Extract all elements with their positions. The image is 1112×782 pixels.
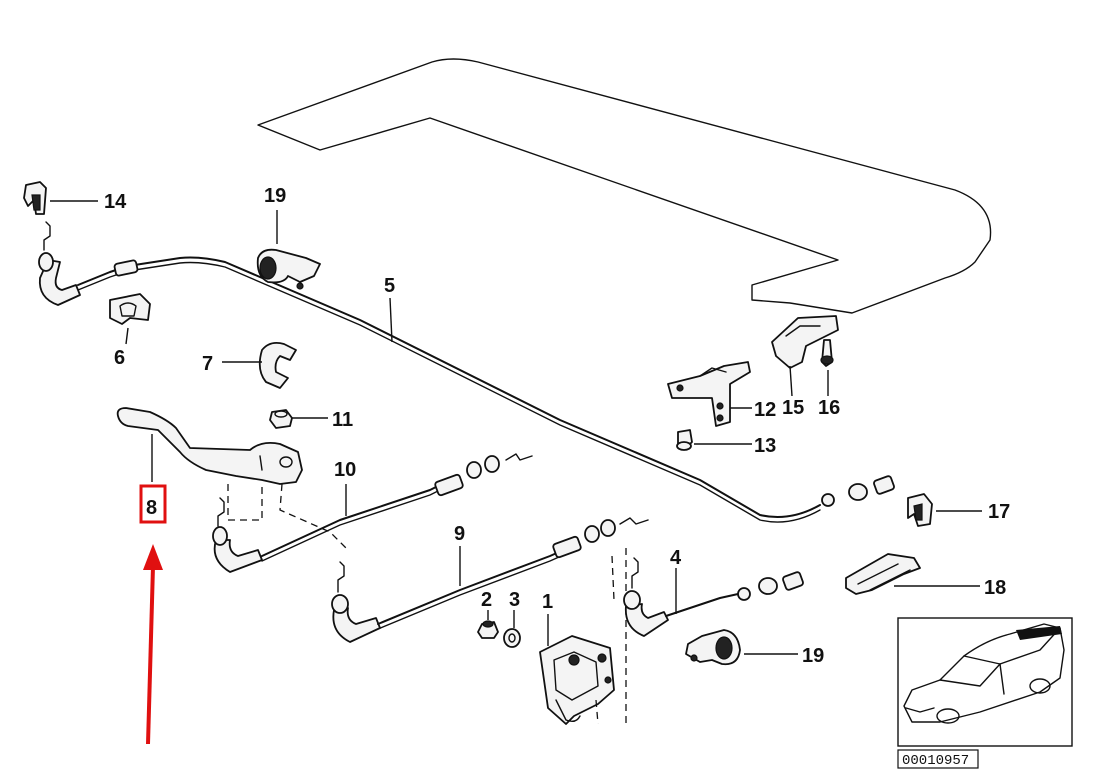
screw-13 [676, 429, 693, 451]
callout-13: 13 [754, 435, 776, 457]
callout-11: 11 [332, 409, 353, 431]
cable-9 [331, 517, 649, 643]
thumbnail-inset: 00010957 [897, 617, 1073, 769]
callout-10: 10 [334, 459, 356, 481]
callout-19-bottom: 19 [802, 645, 824, 667]
cable-10 [212, 453, 533, 573]
clip-6 [109, 293, 151, 325]
callout-6: 6 [114, 347, 125, 369]
screw-16 [820, 339, 834, 367]
clip-19-top [256, 248, 321, 290]
clip-7 [258, 341, 297, 389]
callout-4: 4 [670, 547, 682, 569]
callout-7: 7 [202, 353, 213, 375]
highlight-arrow-head [143, 544, 163, 570]
callout-16: 16 [818, 397, 840, 419]
callouts: 14 19 6 7 11 5 10 8 9 2 3 1 4 12 15 16 1… [104, 185, 1010, 667]
highlight-arrow-shaft [146, 565, 155, 745]
callout-12: 12 [754, 399, 776, 421]
bracket-15 [771, 315, 839, 369]
callout-3: 3 [509, 589, 520, 611]
leader-lines [50, 200, 982, 655]
clip-19-bottom [685, 629, 741, 666]
car-thumbnail [903, 623, 1065, 724]
hinge-12 [667, 361, 751, 427]
callout-2: 2 [481, 589, 492, 611]
highlight-annotation [139, 484, 167, 745]
washer-3 [503, 628, 521, 648]
callout-9: 9 [454, 523, 465, 545]
callout-15: 15 [782, 397, 804, 419]
diagram-code: 00010957 [902, 753, 969, 769]
hood-outline [257, 58, 992, 314]
cable-4 [623, 557, 804, 637]
callout-1: 1 [542, 591, 553, 613]
callout-19-top: 19 [264, 185, 286, 207]
nut-11 [269, 409, 293, 429]
callout-8: 8 [146, 497, 157, 519]
callout-14: 14 [104, 191, 127, 213]
lock-1 [539, 548, 627, 725]
callout-17: 17 [988, 501, 1010, 523]
clip-14 [23, 181, 47, 215]
lever-8 [116, 407, 303, 485]
callout-5: 5 [384, 275, 395, 297]
callout-18: 18 [984, 577, 1006, 599]
release-cable-5 [38, 221, 895, 523]
bolt-2 [477, 620, 499, 639]
clip-17 [907, 493, 933, 527]
plate-18 [845, 553, 921, 595]
highlight-box [139, 484, 167, 524]
